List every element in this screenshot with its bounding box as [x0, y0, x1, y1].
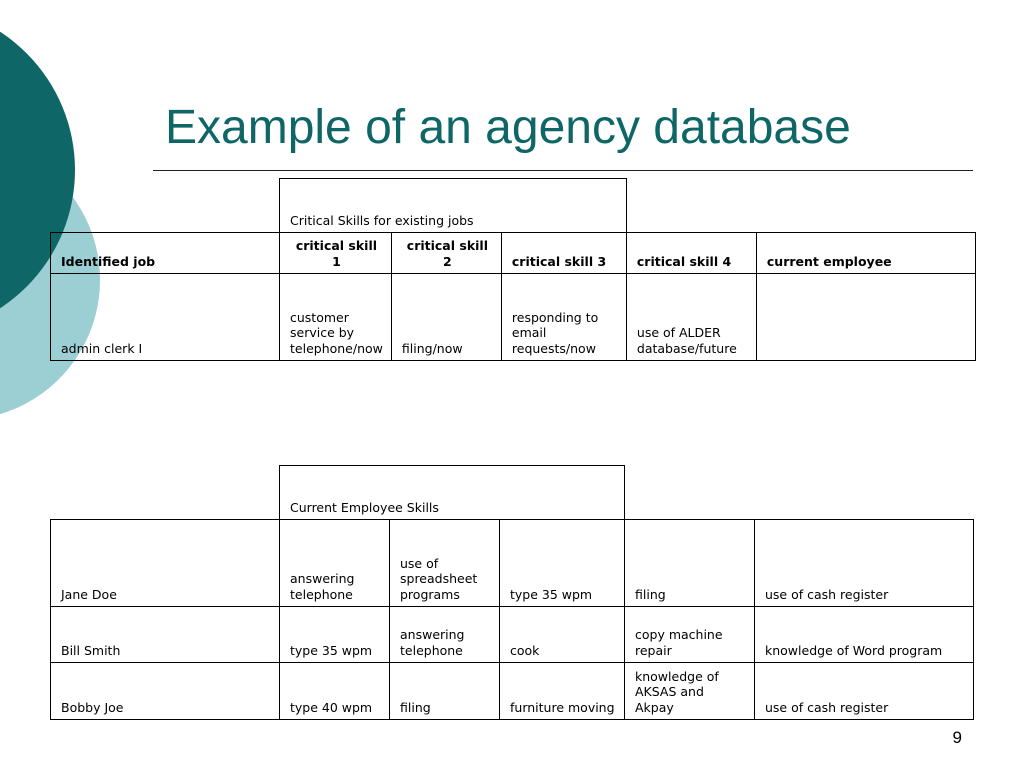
skill-text: customer service by telephone/now — [290, 309, 383, 356]
slide-title: Example of an agency database — [165, 101, 851, 154]
skill-cell: use of spreadsheet programs — [389, 519, 500, 607]
employee-skills-table: Current Employee Skills Jane Doe answeri… — [50, 465, 974, 720]
table-row: admin clerk I customer service by teleph… — [50, 273, 976, 361]
skill-cell: knowledge of AKSAS and Akpay — [624, 662, 755, 720]
critical-skills-table: Critical Skills for existing jobs Identi… — [50, 178, 976, 361]
table-row: Bobby Joe type 40 wpm filing furniture m… — [50, 662, 974, 720]
skill-text: furniture moving — [510, 699, 615, 715]
skill-cell: use of cash register — [754, 662, 974, 720]
skill-text: knowledge of AKSAS and Akpay — [635, 668, 719, 715]
skill-text: use of spreadsheet programs — [400, 555, 478, 602]
skill-cell: filing — [389, 662, 500, 720]
skill-cell: use of ALDER database/future — [625, 273, 757, 361]
skill-cell: filing/now — [390, 273, 502, 361]
skill-text: filing/now — [401, 340, 463, 356]
header-critical-skill-4: critical skill 4 — [625, 232, 757, 274]
header-critical-skill-1: critical skill 1 — [279, 232, 392, 274]
skill-cell: type 40 wpm — [279, 662, 390, 720]
skill-cell: filing — [624, 519, 755, 607]
page-number: 9 — [952, 728, 962, 747]
skill-cell: answering telephone — [279, 519, 390, 607]
skill-cell: answering telephone — [389, 606, 500, 663]
skill-text: responding to email requests/now — [511, 309, 599, 356]
header-critical-skill-2: critical skill 2 — [390, 232, 502, 274]
skill-text: answering telephone — [290, 571, 355, 602]
critical-skills-caption: Critical Skills for existing jobs — [279, 178, 627, 233]
header-critical-skill-3: critical skill 3 — [500, 232, 627, 274]
table-row: Jane Doe answering telephone use of spre… — [50, 519, 974, 607]
skill-cell: knowledge of Word program — [754, 606, 974, 663]
skill-cell: type 35 wpm — [279, 606, 390, 663]
skill-cell: customer service by telephone/now — [279, 273, 392, 361]
employee-name-cell: Bill Smith — [50, 606, 280, 663]
employee-cell — [755, 273, 976, 361]
table-row: Bill Smith type 35 wpm answering telepho… — [50, 606, 974, 663]
header-identified-job: Identified job — [50, 232, 280, 274]
skill-cell: furniture moving — [499, 662, 625, 720]
skill-text: answering telephone — [400, 627, 465, 658]
skill-cell: type 35 wpm — [499, 519, 625, 607]
title-underline — [153, 170, 973, 171]
employee-name-cell: Bobby Joe — [50, 662, 280, 720]
skill-text: use of ALDER database/future — [636, 325, 737, 356]
skill-text: copy machine repair — [635, 627, 723, 658]
skill-cell: copy machine repair — [624, 606, 755, 663]
skill-cell: responding to email requests/now — [500, 273, 627, 361]
header-current-employee: current employee — [755, 232, 976, 274]
job-cell: admin clerk I — [50, 273, 280, 361]
employee-name-cell: Jane Doe — [50, 519, 280, 607]
skill-cell: cook — [499, 606, 625, 663]
skill-cell: use of cash register — [754, 519, 974, 607]
employee-skills-caption: Current Employee Skills — [279, 465, 625, 520]
